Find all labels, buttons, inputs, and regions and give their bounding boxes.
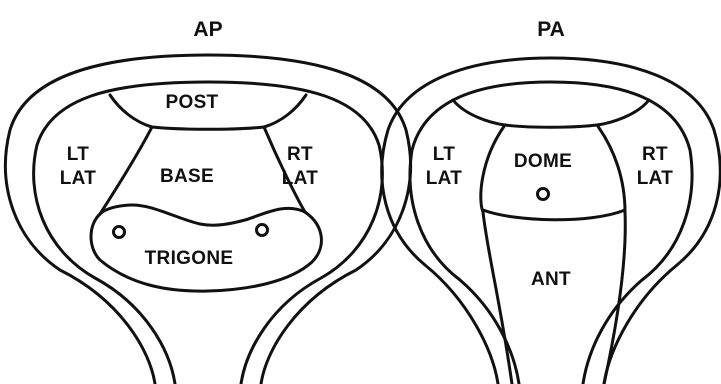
pa-dome-ant-boundary [483,210,625,220]
pa-label-lt: LT [433,144,455,165]
pa-dome-top-boundary [453,100,649,127]
ap-right-orifice-icon [257,225,268,236]
pa-dome-orifice-icon [538,189,549,200]
pa-label-ant: ANT [531,269,571,290]
pa-label-dome: DOME [514,151,572,172]
ap-title: AP [193,18,222,41]
pa-label-rt-lat: LAT [637,168,674,189]
pa-right-lateral-line [597,125,625,384]
ap-label-post: POST [166,92,219,113]
ap-left-orifice-icon [114,227,125,238]
pa-label-rt: RT [642,144,668,165]
ap-view: AP POST LT LAT BASE RT LAT TRIGONE [5,18,410,384]
ap-label-lt: LT [67,144,89,165]
ap-label-lt-lat: LAT [60,168,97,189]
ap-base-left-line [100,127,152,214]
ap-label-base: BASE [160,166,214,187]
pa-label-lt-lat: LAT [426,168,463,189]
pa-view: PA LT LAT DOME RT LAT ANT [382,18,720,384]
ap-label-trigone: TRIGONE [145,248,234,269]
ap-label-rt: RT [287,144,313,165]
ap-inner-wall [34,82,383,384]
ap-label-rt-lat: LAT [282,168,319,189]
pa-title: PA [537,18,565,41]
